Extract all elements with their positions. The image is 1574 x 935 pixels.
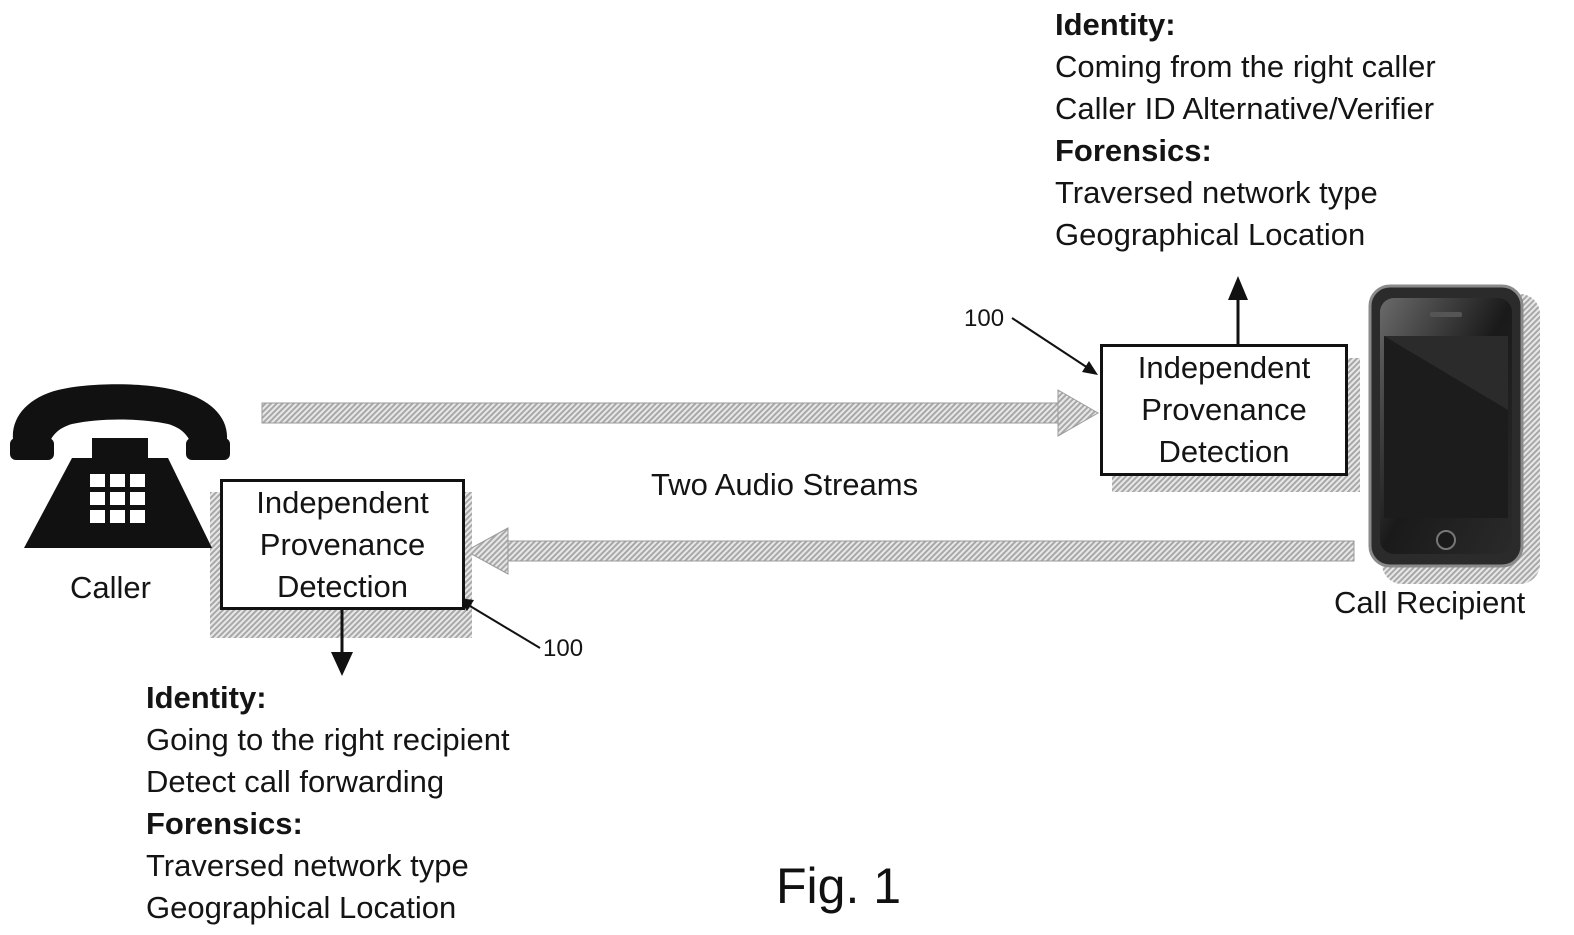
smartphone-icon xyxy=(1368,284,1540,584)
streams-label: Two Audio Streams xyxy=(651,467,919,502)
stream-arrow-to-recipient xyxy=(261,389,1100,437)
caller-label: Caller xyxy=(70,570,151,605)
left-box-line-3: Detection xyxy=(277,568,408,604)
left-provenance-detection-box: Independent Provenance Detection xyxy=(220,479,465,610)
left-box-ref-numeral: 100 xyxy=(543,635,584,662)
left-info-block: Identity: Going to the right recipient D… xyxy=(146,677,510,929)
recipient-label: Call Recipient xyxy=(1334,585,1526,620)
right-box-ref-numeral: 100 xyxy=(964,305,1005,332)
left-forensics-line-2: Geographical Location xyxy=(146,890,457,925)
left-forensics-heading: Forensics: xyxy=(146,806,303,841)
left-output-arrow xyxy=(331,608,353,676)
right-forensics-line-1: Traversed network type xyxy=(1055,175,1378,210)
left-identity-heading: Identity: xyxy=(146,680,267,715)
right-provenance-detection-box: Independent Provenance Detection xyxy=(1100,344,1348,476)
left-box-line-2: Provenance xyxy=(259,526,426,562)
figure-label: Fig. 1 xyxy=(776,858,902,914)
right-identity-heading: Identity: xyxy=(1055,7,1176,42)
right-info-block: Identity: Coming from the right caller C… xyxy=(1055,4,1436,256)
left-identity-line-1: Going to the right recipient xyxy=(146,722,510,757)
right-box-line-1: Independent xyxy=(1137,350,1311,385)
right-box-line-3: Detection xyxy=(1158,434,1290,469)
right-identity-line-1: Coming from the right caller xyxy=(1055,49,1436,84)
right-forensics-heading: Forensics: xyxy=(1055,133,1212,168)
right-output-arrow xyxy=(1228,276,1248,345)
right-ref-leader xyxy=(1011,317,1098,375)
left-identity-line-2: Detect call forwarding xyxy=(146,764,445,799)
right-forensics-line-2: Geographical Location xyxy=(1055,217,1366,252)
stream-arrow-to-caller xyxy=(464,527,1355,575)
right-identity-line-2: Caller ID Alternative/Verifier xyxy=(1055,91,1435,126)
right-box-line-2: Provenance xyxy=(1141,392,1307,427)
left-box-line-1: Independent xyxy=(256,484,429,520)
desk-phone-icon xyxy=(10,384,230,548)
left-forensics-line-1: Traversed network type xyxy=(146,848,469,883)
